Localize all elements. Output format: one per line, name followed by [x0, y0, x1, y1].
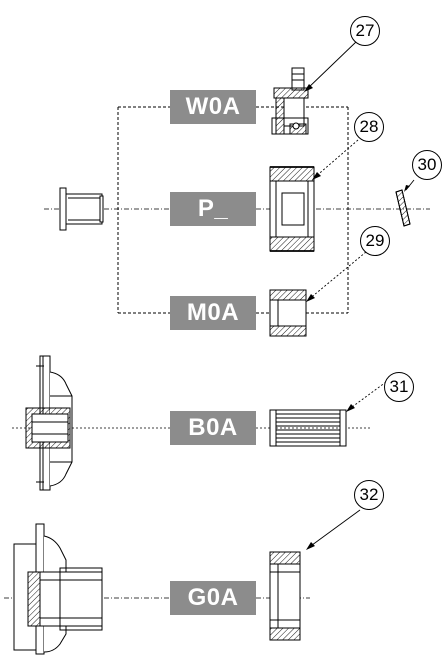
hub-part-g0a	[13, 523, 103, 655]
leader-arrowheads	[304, 84, 410, 550]
callout-27: 27	[350, 16, 380, 46]
callout-32: 32	[354, 480, 384, 510]
hub-part-b0a	[25, 355, 73, 491]
p-part	[269, 166, 315, 252]
leader-lines	[305, 40, 415, 549]
code-label-g0a: G0A	[170, 581, 256, 615]
g0a-part	[269, 551, 301, 641]
callout-30: 30	[412, 150, 442, 180]
callout-29: 29	[360, 226, 390, 256]
washer-part-30	[395, 189, 411, 227]
code-label-b0a: B0A	[170, 411, 256, 445]
callout-28: 28	[354, 112, 384, 142]
code-label-w0a: W0A	[170, 90, 256, 124]
w0a-part	[271, 67, 309, 135]
hub-part-upper	[59, 187, 104, 231]
code-label-p: P_	[170, 192, 256, 226]
b0a-part	[269, 409, 347, 447]
callout-31: 31	[384, 372, 414, 402]
code-label-m0a: M0A	[170, 296, 256, 330]
m0a-part	[269, 289, 307, 337]
